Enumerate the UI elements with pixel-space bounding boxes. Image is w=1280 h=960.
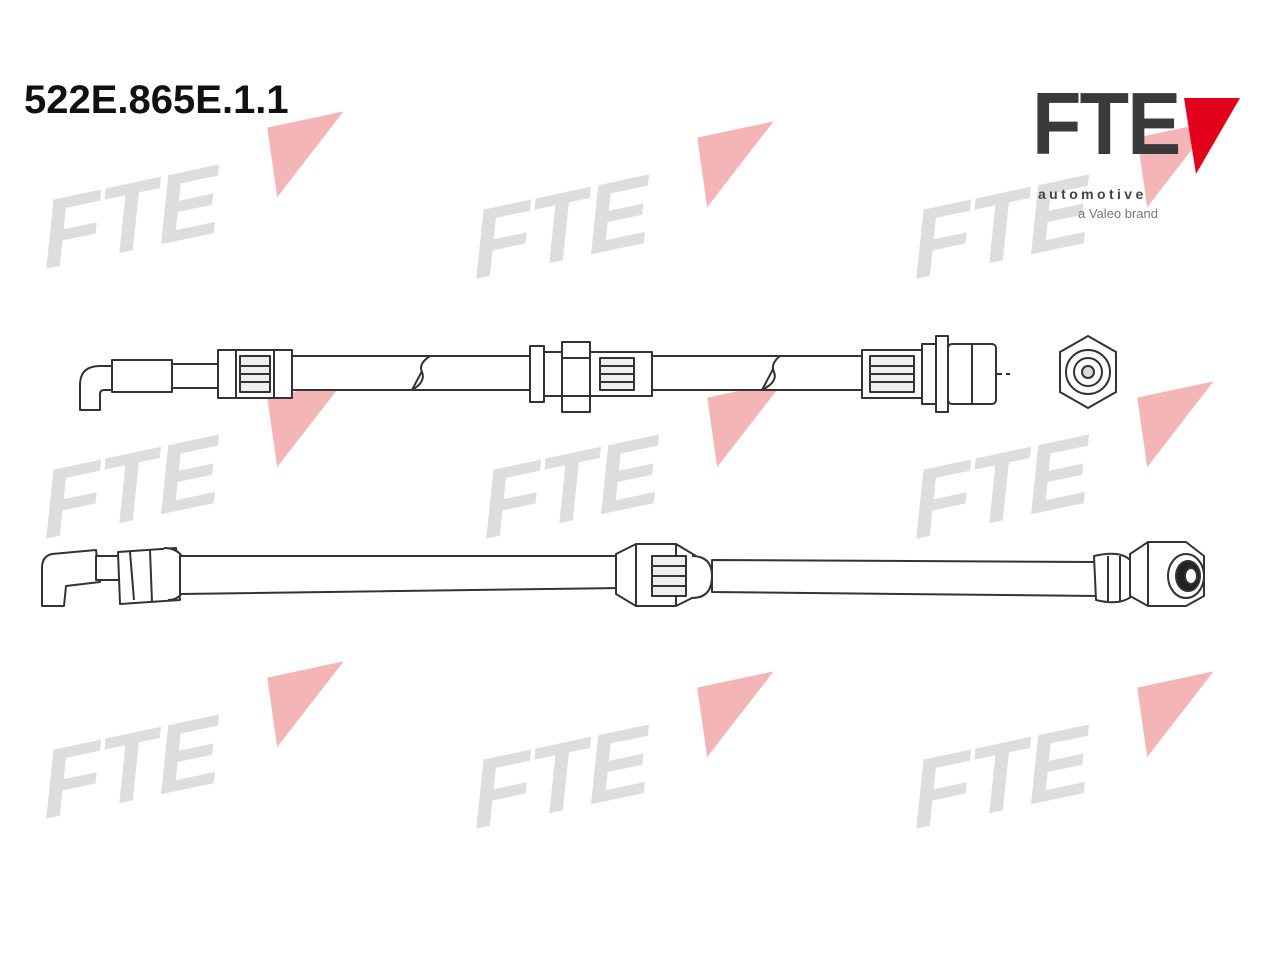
watermark-triangle-icon xyxy=(267,381,344,468)
brake-hose-perspective-icon xyxy=(41,541,1205,607)
watermark-triangle-icon xyxy=(267,111,344,198)
logo-accent-triangle-icon xyxy=(1184,98,1240,174)
watermark-triangle-icon xyxy=(1137,381,1214,468)
logo-tagline: automotive xyxy=(1038,186,1147,202)
watermark-triangle-icon xyxy=(697,121,774,208)
logo-word: FTE xyxy=(1032,74,1181,173)
hex-nut-end-view-icon xyxy=(1059,334,1117,410)
brand-logo: FTE automotive a Valeo brand xyxy=(1032,80,1247,228)
watermark-triangle-icon xyxy=(267,661,344,748)
brake-hose-side-view-icon xyxy=(79,335,1010,413)
part-number: 522E.865E.1.1 xyxy=(24,78,289,122)
watermark-triangle-icon xyxy=(707,381,784,468)
watermark-triangle-icon xyxy=(1137,671,1214,758)
watermark-triangle-icon xyxy=(697,671,774,758)
logo-subtagline: a Valeo brand xyxy=(1078,206,1158,221)
